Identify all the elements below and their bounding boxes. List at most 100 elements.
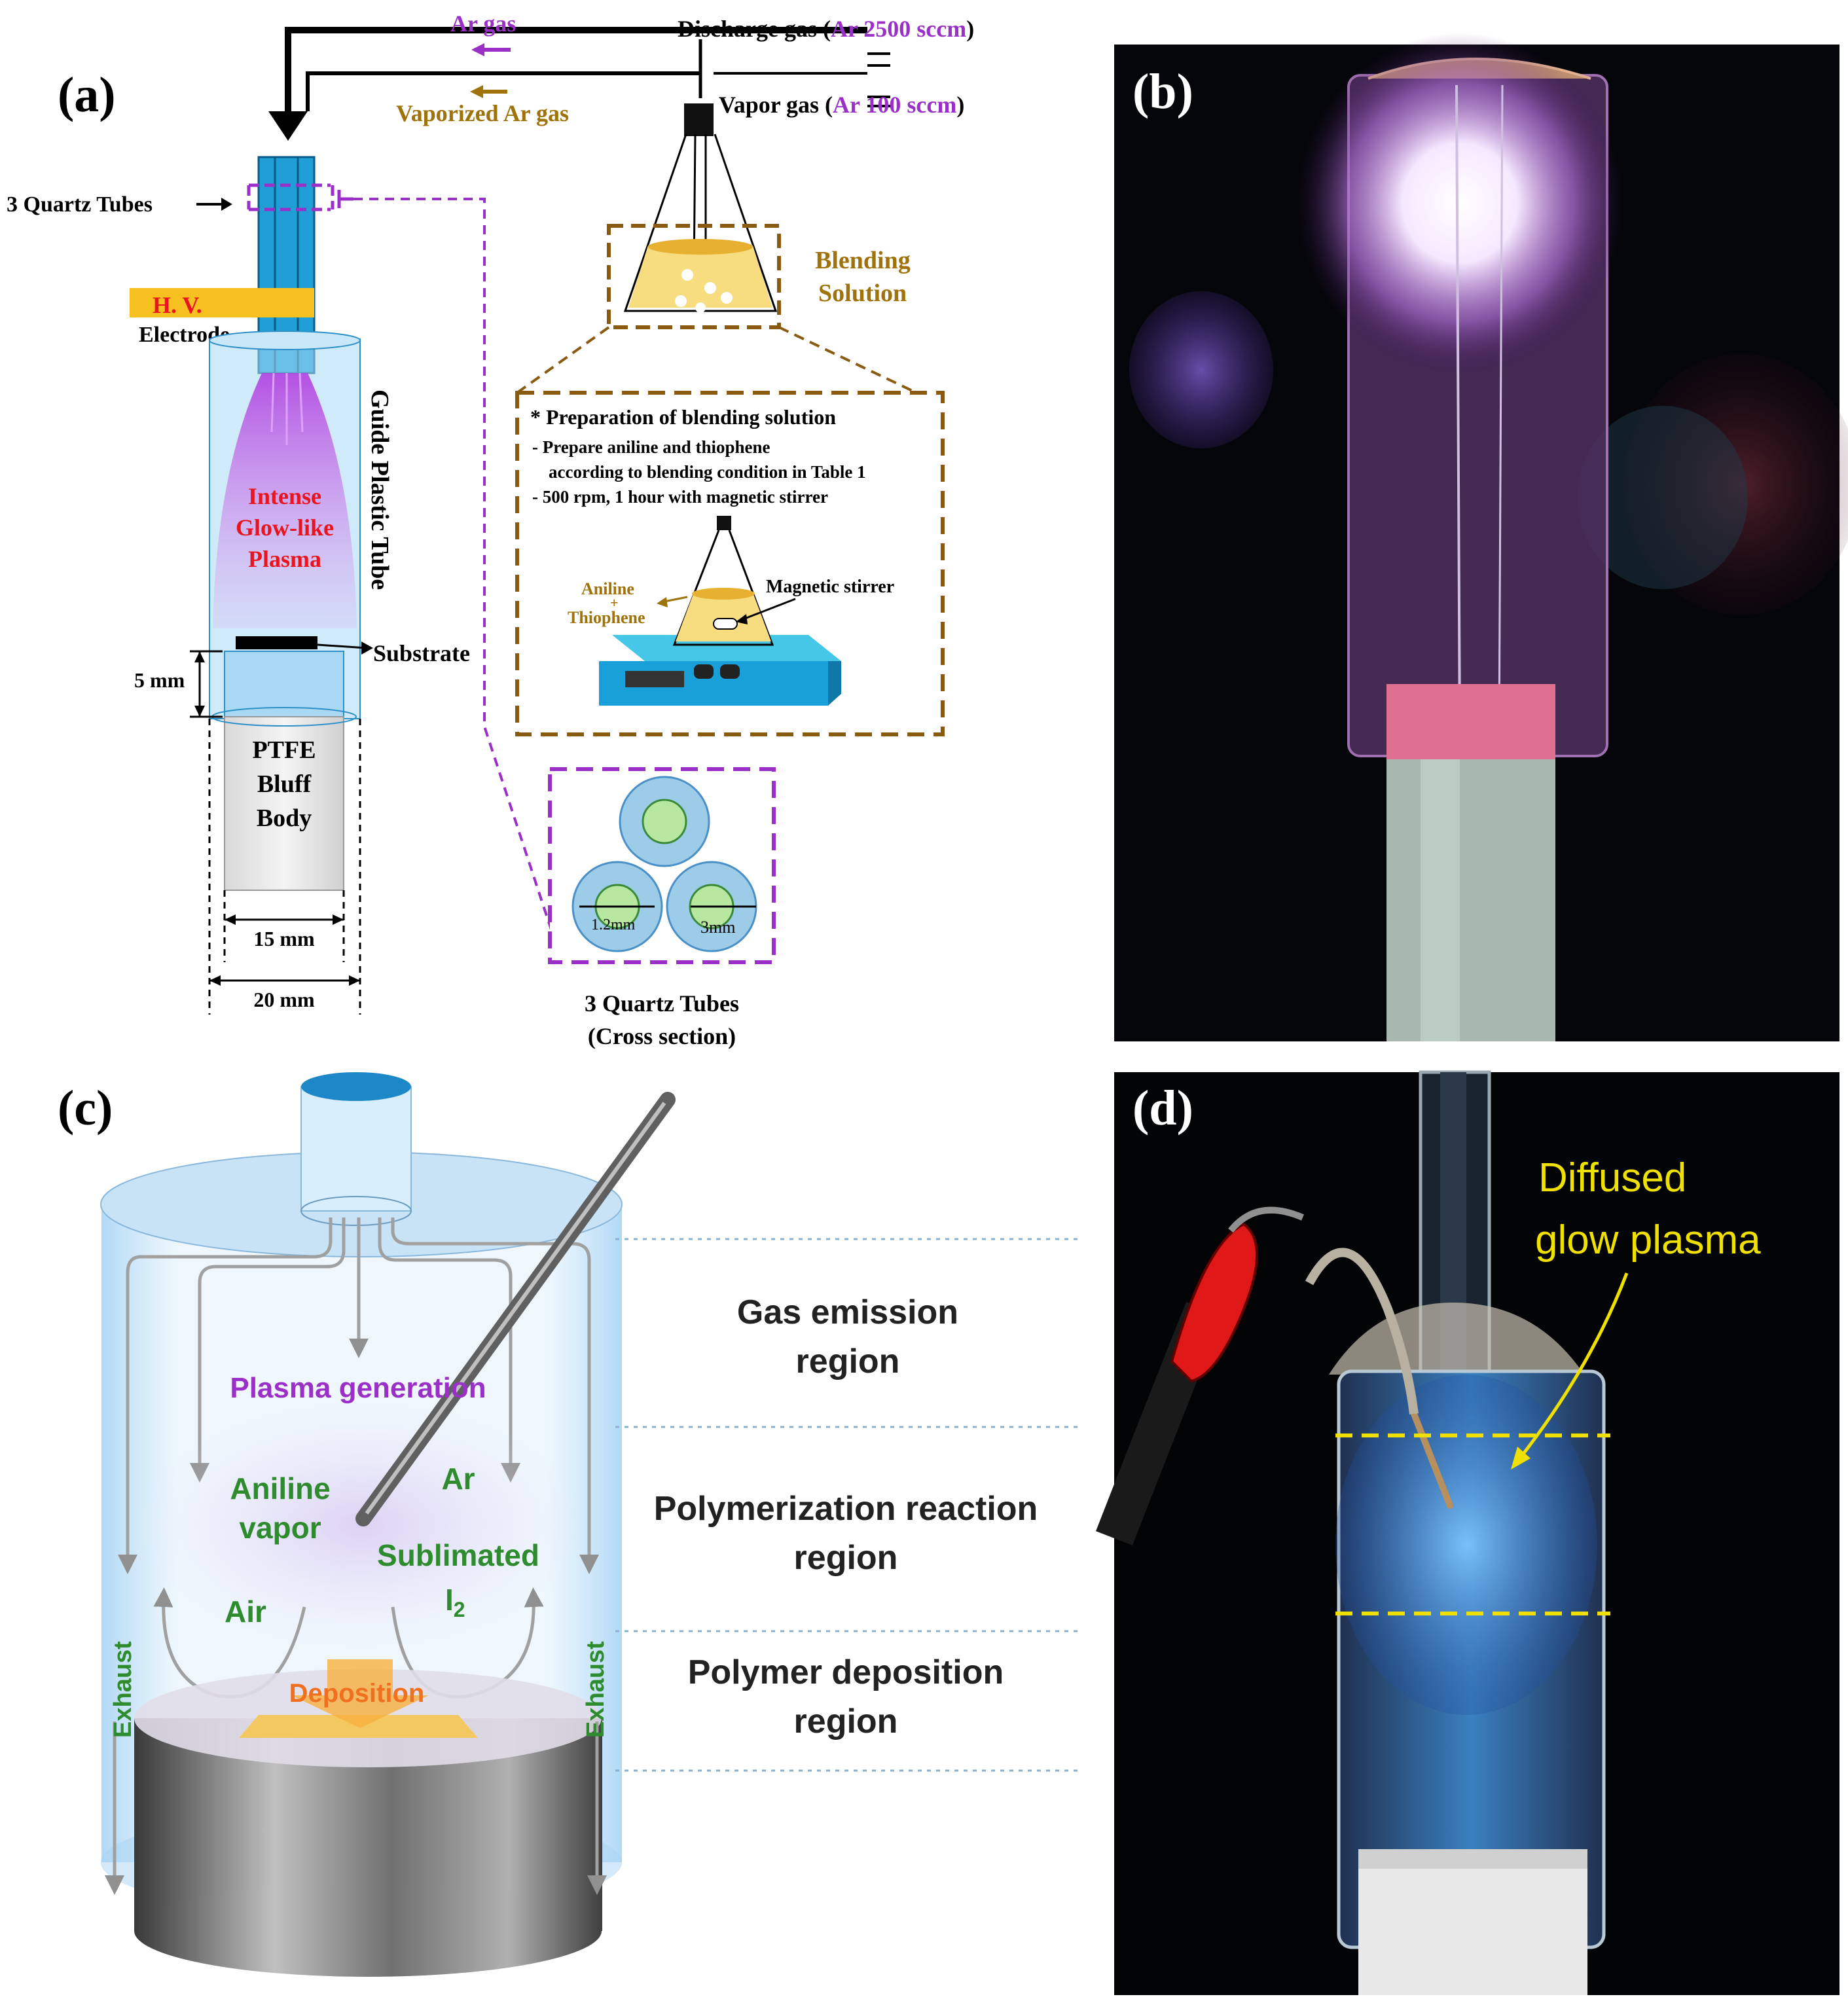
aniline-vapor-label-2: vapor bbox=[239, 1511, 321, 1545]
vaporized-ar-gas-label: Vaporized Ar gas bbox=[396, 100, 569, 126]
plasma-label-3: Plasma bbox=[248, 546, 321, 572]
flow-arrow-right-outer bbox=[391, 1217, 599, 1574]
prep-title: * Preparation of blending solution bbox=[530, 405, 836, 429]
quartz-bracket bbox=[247, 183, 335, 211]
thiophene-label: Thiophene bbox=[568, 608, 645, 627]
flask-stopper bbox=[684, 103, 714, 136]
plasma-jet-3 bbox=[299, 372, 304, 433]
exhaust-right-label: Exhaust bbox=[582, 1641, 609, 1738]
plasma-label-1: Intense bbox=[248, 483, 321, 509]
electrode-wire-b2 bbox=[1498, 84, 1504, 740]
bubble-3 bbox=[675, 295, 687, 307]
discharge-gas-label: Discharge gas (Ar 2500 sccm) bbox=[678, 16, 974, 42]
panel-c: (c) Plasma generation Aniline bbox=[58, 1072, 1080, 1977]
hv-label: H. V. bbox=[153, 292, 202, 318]
bubble-1 bbox=[681, 269, 693, 281]
ar-gas-label: Ar gas bbox=[450, 10, 516, 37]
blending-dashed-box bbox=[607, 224, 781, 329]
i2-label: I2 bbox=[445, 1583, 465, 1621]
stirrer-pointer-head bbox=[736, 614, 748, 624]
dim-20-arrow-right bbox=[349, 975, 360, 986]
magnetic-stirrer-label: Magnetic stirrer bbox=[766, 577, 894, 597]
mini-flask-solution bbox=[676, 592, 771, 641]
dim-3-label: 3mm bbox=[700, 918, 735, 937]
guide-tube-label: Guide Plastic Tube bbox=[366, 389, 393, 590]
diffused-glow-label-2: glow plasma bbox=[1535, 1217, 1761, 1263]
deposition-arrow bbox=[291, 1659, 429, 1728]
quartz-bracket-right bbox=[337, 190, 353, 208]
base-bottom bbox=[134, 1885, 602, 1977]
flow-arrow-left bbox=[118, 1217, 333, 1574]
panel-d-label: (d) bbox=[1132, 1081, 1193, 1136]
panel-b-label: (b) bbox=[1132, 64, 1193, 119]
ptfe-label-2: Bluff bbox=[257, 770, 312, 798]
stir-bar bbox=[713, 618, 738, 630]
annotation-arrowhead bbox=[1511, 1447, 1531, 1469]
dashed-link-to-cross bbox=[353, 198, 564, 966]
plasma-jet-1 bbox=[270, 372, 275, 433]
inlet-arrow-2 bbox=[867, 96, 890, 107]
dim-20-label: 20 mm bbox=[253, 988, 315, 1011]
stirrer-knob-2 bbox=[720, 664, 740, 679]
ar-label-c: Ar bbox=[441, 1462, 475, 1496]
dim-dashed-lines bbox=[208, 719, 361, 1015]
ptfe-base-shade-d bbox=[1358, 1849, 1587, 1869]
hv-electrode-band bbox=[130, 288, 314, 317]
plasma-label-2: Glow-like bbox=[236, 514, 334, 541]
alligator-clip-red bbox=[1170, 1222, 1258, 1383]
flow-arrow-left-inner bbox=[190, 1217, 346, 1483]
substrate-pointer bbox=[317, 643, 367, 649]
panel-b: (b) bbox=[1114, 33, 1848, 1041]
stand-b-highlight bbox=[1421, 759, 1460, 1041]
aniline-vapor-label-1: Aniline bbox=[230, 1471, 330, 1505]
solution-surface bbox=[648, 239, 753, 255]
dim-12-label: 1.2mm bbox=[591, 916, 636, 933]
probe-rod-highlight bbox=[365, 1102, 666, 1515]
lead-wire-d bbox=[1305, 1248, 1419, 1415]
cross-label-2: (Cross section) bbox=[588, 1023, 736, 1049]
vapor-gas-label: Vapor gas (Ar 100 sccm) bbox=[719, 92, 964, 118]
region2-label-2: region bbox=[794, 1539, 898, 1577]
substrate-label: Substrate bbox=[373, 640, 470, 666]
discharge-gas-line bbox=[285, 27, 867, 111]
region3-label-2: region bbox=[794, 1703, 898, 1740]
diffused-glow-label-1: Diffused bbox=[1538, 1155, 1686, 1200]
cross-label-1: 3 Quartz Tubes bbox=[585, 990, 739, 1017]
quartz-inner-top bbox=[642, 799, 687, 844]
region2-label-1: Polymerization reaction bbox=[654, 1490, 1038, 1528]
ptfe-bluff-body bbox=[224, 716, 344, 891]
dim-20-arrow-left bbox=[209, 975, 221, 986]
aniline-arrowhead bbox=[657, 597, 668, 607]
quartz-tubes-label: 3 Quartz Tubes bbox=[7, 192, 153, 217]
flask-solution bbox=[628, 245, 772, 308]
inlet-tube-bottom bbox=[300, 1196, 412, 1226]
dim-15-arrow-left bbox=[225, 914, 236, 925]
stirrer-display bbox=[625, 671, 684, 687]
stirrer-side bbox=[828, 661, 841, 706]
ptfe-label-1: PTFE bbox=[252, 736, 316, 764]
vaporized-arrowhead bbox=[470, 85, 483, 98]
inlet-tube-top bbox=[301, 1072, 411, 1101]
ptfe-label-3: Body bbox=[257, 804, 312, 832]
sublimated-label: Sublimated bbox=[377, 1538, 539, 1572]
mini-solution-surface bbox=[692, 588, 755, 600]
mini-flask bbox=[672, 530, 774, 646]
plasma-glow-b bbox=[1296, 33, 1623, 373]
region1-label-1: Gas emission bbox=[737, 1293, 958, 1331]
ptfe-base-d bbox=[1358, 1849, 1587, 1995]
plasma-glow-d bbox=[1335, 1375, 1597, 1715]
panel-d: Diffused glow plasma (d) bbox=[1096, 1070, 1839, 1995]
quartz-pointer-head bbox=[221, 198, 232, 211]
guide-tube-top-rim bbox=[209, 331, 361, 350]
mini-flask-stopper bbox=[717, 516, 731, 530]
annotation-arrow bbox=[1517, 1272, 1629, 1461]
ar-gas-arrowhead bbox=[471, 43, 484, 56]
vaporized-gas-line bbox=[306, 71, 700, 111]
gap-label: 5 mm bbox=[134, 668, 185, 692]
zoom-lines bbox=[516, 326, 917, 394]
blending-label-1: Blending bbox=[815, 247, 911, 274]
substrate-holder-b bbox=[1386, 684, 1555, 759]
plasma-generation-label: Plasma generation bbox=[230, 1372, 486, 1404]
bubble-2 bbox=[704, 282, 716, 294]
